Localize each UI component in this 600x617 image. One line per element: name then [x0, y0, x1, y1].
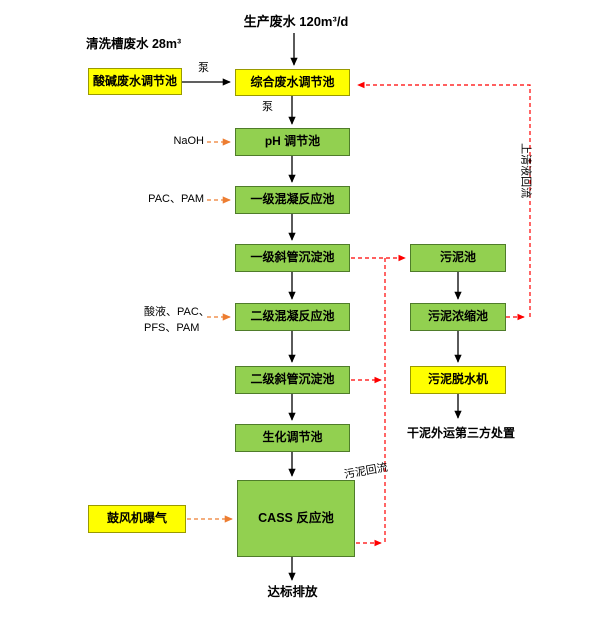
- discharge-label: 达标排放: [267, 585, 318, 599]
- acid-chemicals-label: 酸液、PAC、 PFS、PAM: [144, 304, 220, 336]
- acid-chemicals-line1: 酸液、PAC、: [144, 306, 210, 318]
- comprehensive-adjust-tank: 综合废水调节池: [235, 69, 350, 96]
- blower-aeration-box: 鼓风机曝气: [88, 505, 186, 533]
- sludge-tank: 污泥池: [410, 244, 506, 272]
- sludge-return-label: 污泥回流: [343, 461, 389, 482]
- pump-label-1: 泵: [198, 62, 209, 74]
- pump-label-2: 泵: [262, 101, 273, 113]
- arrow-supernatant-return-to-comprehensive: [357, 81, 531, 317]
- acid-chemicals-line2: PFS、PAM: [144, 322, 200, 334]
- naoh-label: NaOH: [173, 135, 204, 147]
- ph-adjust-tank: pH 调节池: [235, 128, 350, 156]
- production-wastewater-label: 生产废水 120m³/d: [243, 14, 349, 29]
- pac-pam-label: PAC、PAM: [148, 193, 204, 205]
- sludge-thickener-tank: 污泥浓缩池: [410, 303, 506, 331]
- stage2-sedimentation-tank: 二级斜管沉淀池: [235, 366, 350, 394]
- dry-sludge-disposal-label: 干泥外运第三方处置: [406, 426, 515, 440]
- biochemical-adjust-tank: 生化调节池: [235, 424, 350, 452]
- stage1-coagulation-tank: 一级混凝反应池: [235, 186, 350, 214]
- cleaning-tank-wastewater-label: 清洗槽废水 28m³: [86, 37, 182, 51]
- acid-alkali-adjust-tank: 酸碱废水调节池: [88, 68, 182, 95]
- stage1-sedimentation-tank: 一级斜管沉淀池: [235, 244, 350, 272]
- cass-reaction-tank: CASS 反应池: [237, 480, 355, 557]
- supernatant-return-label: 上清液回流: [519, 143, 532, 199]
- stage2-coagulation-tank: 二级混凝反应池: [235, 303, 350, 331]
- sludge-dewatering-machine: 污泥脱水机: [410, 366, 506, 394]
